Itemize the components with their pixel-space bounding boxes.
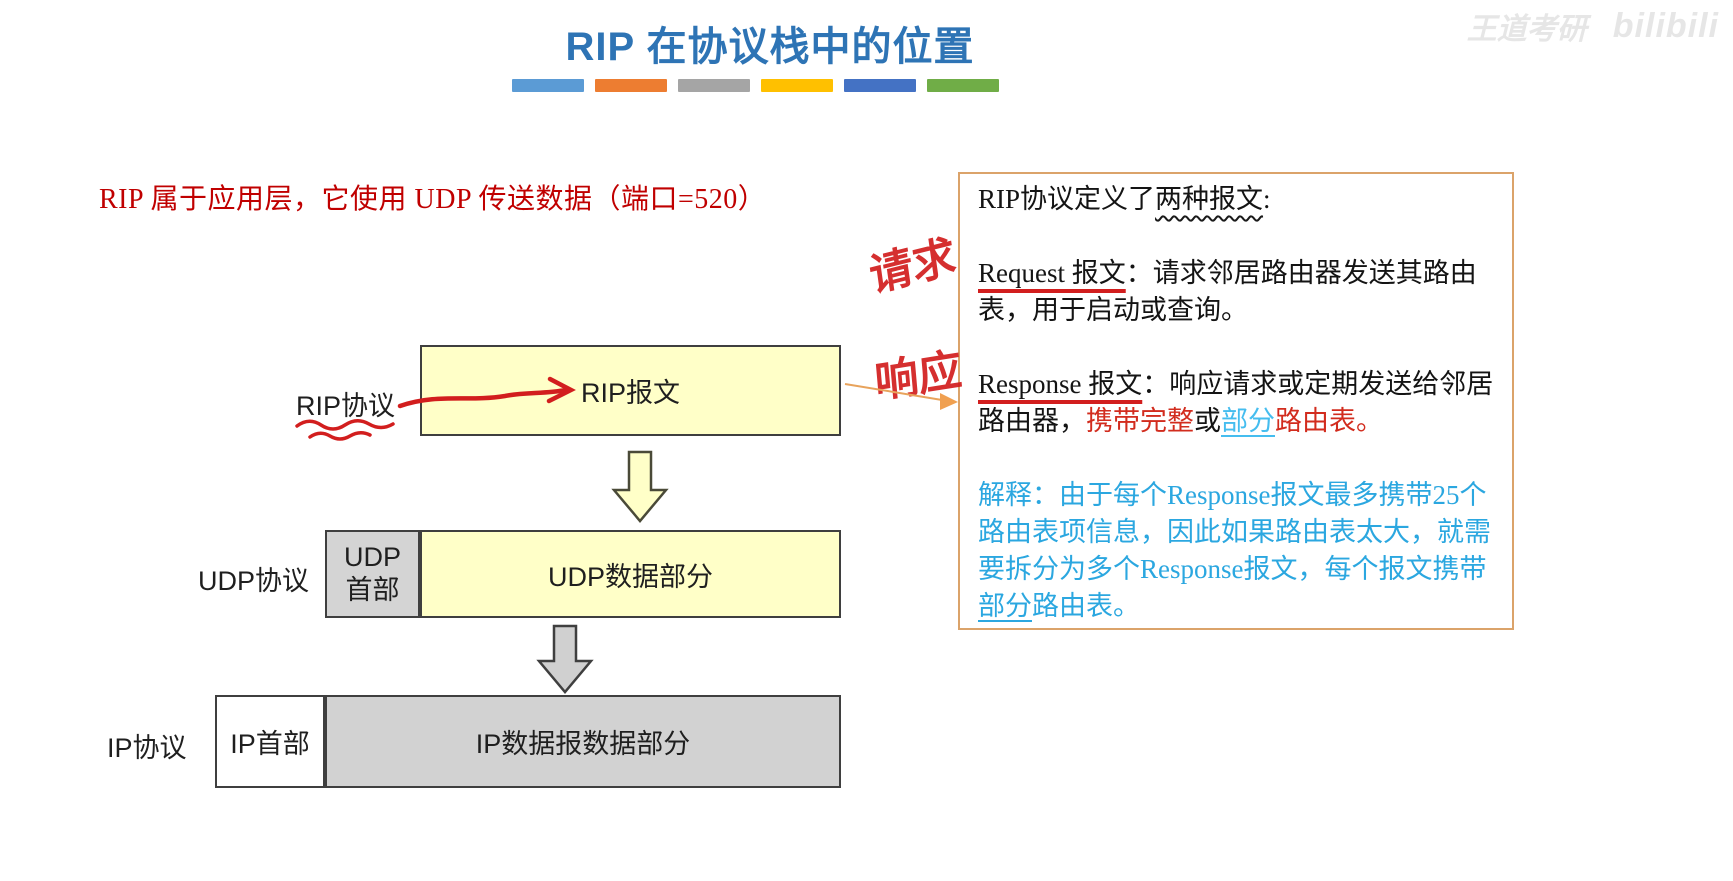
rip-message-text: RIP报文 [580,378,680,408]
note-request-paragraph: Request 报文：请求邻居路由器发送其路由表，用于启动或查询。 [978,255,1502,329]
udp-data-text: UDP数据部分 [547,561,713,592]
udp-protocol-label: UDP协议 [198,566,310,596]
watermark-channel: 王道考研 [1466,13,1587,46]
bilibili-logo: bilibili [1612,6,1719,45]
note-response-label: Response 报文 [978,369,1143,399]
ip-data-box: IP数据报数据部分 [325,695,841,788]
down-arrow-rip-to-udp [611,450,669,523]
note-response-red2: 路由表。 [1275,406,1383,436]
handwritten-request-annotation: 请求 [866,230,959,303]
note-heading-prefix: RIP协议定义了 [978,184,1156,214]
note-explain-prefix: 解释：由于每个Response报文最多携带25个路由表项信息，因此如果路由表太大… [978,480,1491,584]
note-response-or: 或 [1194,406,1221,436]
rip-message-box: RIP报文 [420,345,841,436]
note-request-body: ：请求邻居路由器发送其路由表，用于启动或查询。 [978,258,1477,325]
note-request-label: Request 报文 [978,258,1126,288]
page-title: RIP 在协议栈中的位置 [565,25,975,69]
note-heading-underlined: 两种报文 [1155,184,1264,214]
title-divider-bars [512,79,999,92]
note-explain-paragraph: 解释：由于每个Response报文最多携带25个路由表项信息，因此如果路由表太大… [978,477,1502,625]
handwritten-response-annotation: 响应 [872,344,965,409]
down-arrow-udp-to-ip [536,624,594,694]
note-explain-suffix: 路由表。 [1032,591,1140,621]
note-heading-suffix: : [1263,184,1271,214]
udp-header-box: UDP 首部 [325,530,420,618]
divider-bar [595,79,667,92]
divider-bar [512,79,584,92]
divider-bar [927,79,999,92]
divider-bar [844,79,916,92]
ip-header-box: IP首部 [215,695,325,788]
note-explain-underlined: 部分 [978,591,1032,621]
rip-protocol-label: RIP协议 [296,391,396,421]
ip-data-text: IP数据报数据部分 [475,729,691,759]
ip-protocol-label: IP协议 [107,733,187,763]
note-response-paragraph: Response 报文：响应请求或定期发送给邻居路由器，携带完整或部分路由表。 [978,366,1502,440]
udp-header-line2: 首部 [345,575,400,605]
udp-data-box: UDP数据部分 [420,530,841,618]
watermark: 王道考研 bilibili [1467,4,1719,48]
note-response-body: ：响应请求或定期发送给邻居路由器， [978,369,1494,436]
divider-bar [678,79,750,92]
note-box: RIP协议定义了两种报文: Request 报文：请求邻居路由器发送其路由表，用… [958,172,1514,630]
note-heading: RIP协议定义了两种报文: [978,181,1502,218]
note-response-partial: 部分 [1221,406,1275,436]
udp-header-line1: UDP [343,542,401,572]
divider-bar [761,79,833,92]
ip-header-text: IP首部 [230,729,310,759]
note-response-red1: 携带完整 [1086,406,1194,436]
intro-text: RIP 属于应用层，它使用 UDP 传送数据（端口=520） [99,184,767,215]
handwritten-underline-rip [295,419,395,441]
